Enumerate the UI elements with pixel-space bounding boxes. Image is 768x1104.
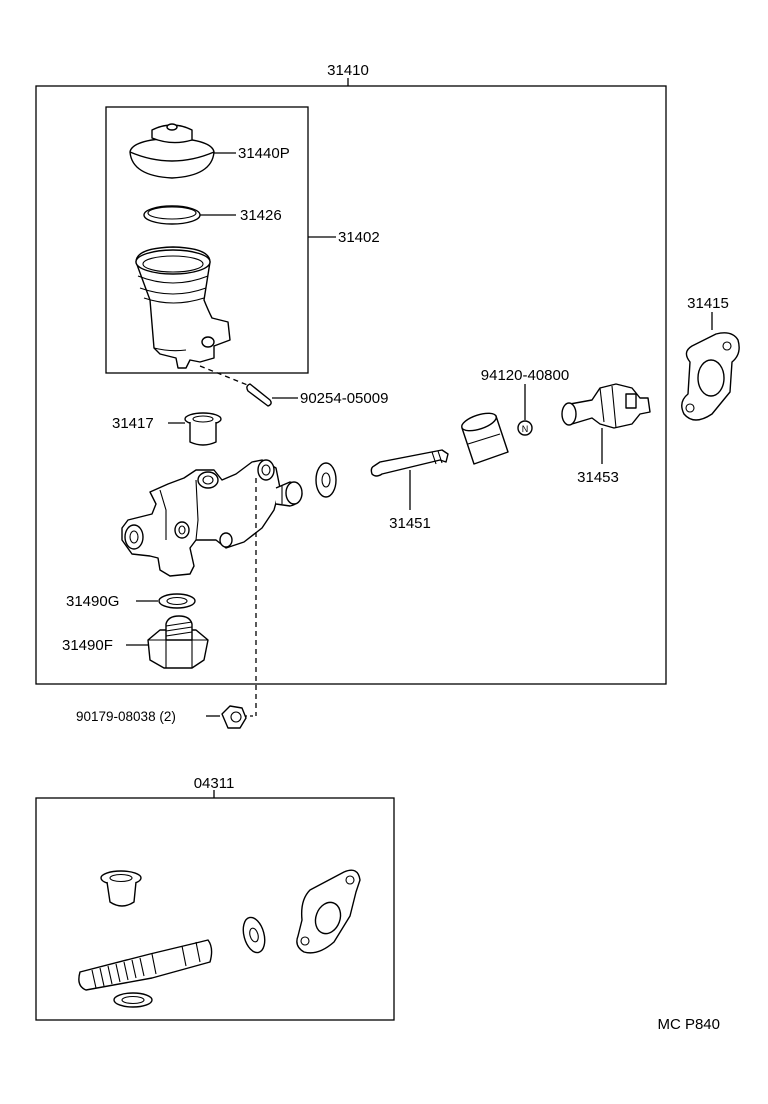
reservoir-body xyxy=(135,246,231,369)
label-31402: 31402 xyxy=(338,229,380,246)
union-fitting xyxy=(126,615,209,669)
kit-piston xyxy=(78,939,213,991)
union-gasket xyxy=(136,593,196,609)
assembly-box xyxy=(35,78,667,685)
grommet xyxy=(168,412,222,446)
reservoir-gasket xyxy=(143,205,236,225)
nut-marker-letter: N xyxy=(522,424,529,434)
label-31453: 31453 xyxy=(577,469,619,486)
label-31490F: 31490F xyxy=(62,637,113,654)
diagram-code: MC P840 xyxy=(657,1016,720,1033)
push-rod-bolt xyxy=(370,449,449,510)
label-31440P: 31440P xyxy=(238,145,290,162)
label-90179-08038: 90179-08038 (2) xyxy=(76,709,176,724)
label-31410: 31410 xyxy=(327,62,369,79)
label-90254-05009: 90254-05009 xyxy=(300,390,388,407)
kit-mounting-gasket xyxy=(296,869,361,954)
kit-cup xyxy=(113,992,153,1008)
sleeve xyxy=(461,412,509,465)
nut-marker xyxy=(517,384,533,436)
label-31415: 31415 xyxy=(687,295,729,312)
mounting-gasket xyxy=(681,312,740,421)
nut-90179 xyxy=(206,478,257,729)
repair-kit-box xyxy=(35,790,395,1021)
master-cylinder-body xyxy=(121,459,303,577)
reservoir-cap xyxy=(129,123,236,179)
label-04311: 04311 xyxy=(194,775,235,792)
straight-pin xyxy=(199,365,298,407)
kit-grommet xyxy=(100,870,142,907)
label-31417: 31417 xyxy=(112,415,154,432)
washer xyxy=(315,462,337,498)
label-94120-40800: 94120-40800 xyxy=(481,367,569,384)
reservoir-box xyxy=(105,106,336,374)
kit-washer xyxy=(242,916,266,954)
label-31490G: 31490G xyxy=(66,593,119,610)
label-31426: 31426 xyxy=(240,207,282,224)
push-rod-clevis xyxy=(561,383,651,464)
label-31451: 31451 xyxy=(389,515,431,532)
